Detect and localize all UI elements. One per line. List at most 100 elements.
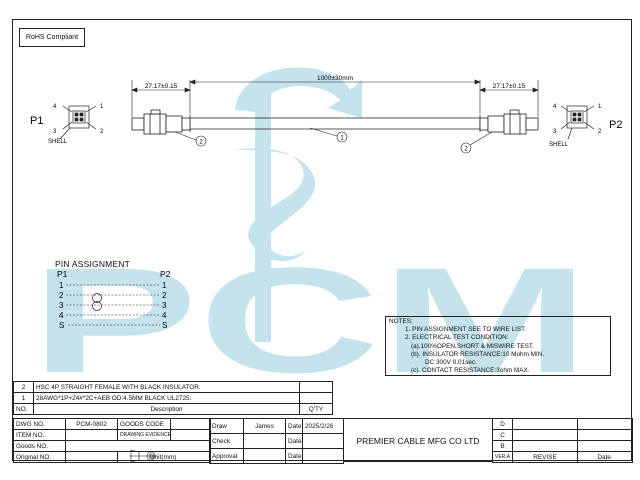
bom-description: 28AWG*1P+24#*2C+AEB OD:4.5MM BLACK UL272…: [33, 392, 300, 404]
pin-assignment-rows: 1 1 2 2 3 3 4 4 S S: [59, 281, 167, 330]
bom-row: 2 HSC 4P STRAIGHT FEMALE WITH BLACK INSU…: [13, 381, 333, 393]
note-line-2: 2. ELECTRICAL TEST CONDITION:: [405, 334, 509, 342]
pin-assignment-wires: [66, 284, 160, 326]
p1-label: P1: [30, 115, 43, 127]
check-label: Check: [209, 433, 244, 449]
bom-qty: [299, 392, 333, 404]
goods-code-label: GOODS CODE: [117, 418, 171, 430]
drawing-evidence-value: [170, 429, 211, 441]
callouts: [174, 127, 493, 154]
version-label: VER.A: [492, 451, 513, 463]
unit-label: Unit(mm): [117, 451, 211, 463]
pin-left-3: 3: [59, 301, 64, 310]
pin-right-2: 2: [162, 291, 167, 300]
revision-desc: [512, 440, 578, 452]
dimension-lines: [131, 79, 539, 117]
revision-desc: [512, 418, 578, 430]
company-name: PREMIER CABLE MFG CO LTD: [343, 418, 493, 462]
note-line-4: (b). INSULATOR RESISTANCE:10 Mohm MIN.: [411, 350, 545, 358]
date-label: Date: [285, 433, 303, 449]
goods-no-label: Goods NO.: [13, 440, 66, 452]
p2-pin-2: 2: [598, 129, 602, 135]
bom-table: 2 HSC 4P STRAIGHT FEMALE WITH BLACK INSU…: [13, 381, 333, 415]
item-no-label: ITEM NO.: [13, 429, 66, 441]
bom-header-no: NO.: [13, 403, 34, 415]
title-block-left: DWG NO. PCM-0802 GOODS CODE ITEM NO. DRA…: [13, 418, 211, 463]
pin-left-2: 2: [59, 291, 64, 300]
watermark-staff: [255, 82, 271, 342]
bom-row: 1 28AWG*1P+24#*2C+AEB OD:4.5MM BLACK UL2…: [13, 392, 333, 404]
pin-assignment-p2: P2: [160, 269, 171, 279]
right-connector: [479, 109, 539, 135]
bom-no: 1: [13, 392, 34, 404]
bom-qty: [299, 381, 333, 393]
pcm-watermark: PCM: [30, 67, 590, 404]
bom-header-description: Description: [33, 403, 300, 415]
watermark-arrow-icon: [235, 67, 362, 118]
bom-header-qty: Q'TY: [299, 403, 333, 415]
p1-pin-3: 3: [53, 129, 57, 135]
revision-date: [577, 440, 633, 452]
item-no-value: [65, 429, 118, 441]
left-connector: [131, 109, 191, 135]
bom-header-row: NO. Description Q'TY: [13, 403, 333, 415]
right-connector-dimension: 27.17±0.15: [493, 83, 526, 90]
pin-left-1: 1: [59, 281, 64, 290]
p2-pin-1: 1: [598, 104, 602, 110]
notes-box: NOTES: 1. PIN ASSIGNMENT SEE TO WIRE LIS…: [385, 316, 611, 376]
p2-shell-label: SHELL: [549, 142, 569, 148]
goods-code-value: [170, 418, 211, 430]
bom-no: 2: [13, 381, 34, 393]
draw-label: Draw: [209, 418, 244, 434]
goods-no-value: [65, 440, 211, 452]
p1-shell-label: SHELL: [48, 139, 68, 145]
date-value: 2025/2/26: [302, 418, 344, 434]
revision-desc: [512, 429, 578, 441]
p1-end-view: [59, 105, 97, 140]
original-no-value: [65, 451, 118, 463]
pin-right-1: 1: [162, 281, 167, 290]
cable-length-dimension: 1000±30mm: [317, 75, 353, 82]
dwg-no-value: PCM-0802: [65, 418, 118, 430]
rev-date-label: Date.: [577, 451, 633, 463]
twisted-pair-icon: [92, 293, 102, 311]
pin-left-s: S: [59, 321, 64, 330]
title-block-approvals: Draw James Date 2025/2/26 Check Date App…: [209, 418, 344, 464]
p1-pin-4: 4: [53, 104, 57, 110]
approval-date: [302, 448, 344, 464]
pin-right-s: S: [162, 321, 167, 330]
balloon-cable: 1: [340, 136, 344, 142]
date-label: Date: [285, 418, 303, 434]
date-label: Date: [285, 448, 303, 464]
check-name: [243, 433, 286, 449]
revision-letter: C: [492, 429, 513, 441]
pin-right-4: 4: [162, 311, 167, 320]
revision-letter: B: [492, 440, 513, 452]
note-line-1: 1. PIN ASSIGNMENT SEE TO WIRE LIST.: [405, 326, 527, 334]
draw-name: James: [243, 418, 286, 434]
approval-name: [243, 448, 286, 464]
revise-label: REVISE: [512, 451, 578, 463]
p2-pin-3: 3: [553, 129, 557, 135]
pin-assignment-title: PIN ASSIGNMENT: [55, 259, 131, 269]
revision-letter: D: [492, 418, 513, 430]
pin-right-3: 3: [162, 301, 167, 310]
p1-pin-1: 1: [100, 104, 104, 110]
check-date: [302, 433, 344, 449]
p2-end-view: [560, 105, 595, 140]
balloon-connector-right: 2: [464, 147, 468, 153]
watermark-snake-icon: [235, 148, 316, 262]
pin-left-4: 4: [59, 311, 64, 320]
balloon-connector-left: 2: [199, 140, 203, 146]
original-no-label: Original NO.: [13, 451, 66, 463]
revision-date: [577, 429, 633, 441]
left-connector-dimension: 27.17±0.15: [145, 83, 178, 90]
rohs-label: RoHS Compliant: [19, 28, 85, 47]
p1-pin-2: 2: [100, 129, 104, 135]
dwg-no-label: DWG NO.: [13, 418, 66, 430]
note-line-3: (a).100%OPEN,SHORT & MISWIRE TEST.: [411, 342, 534, 350]
notes-title: NOTES:: [389, 318, 413, 325]
bom-description: HSC 4P STRAIGHT FEMALE WITH BLACK INSULA…: [33, 381, 300, 393]
